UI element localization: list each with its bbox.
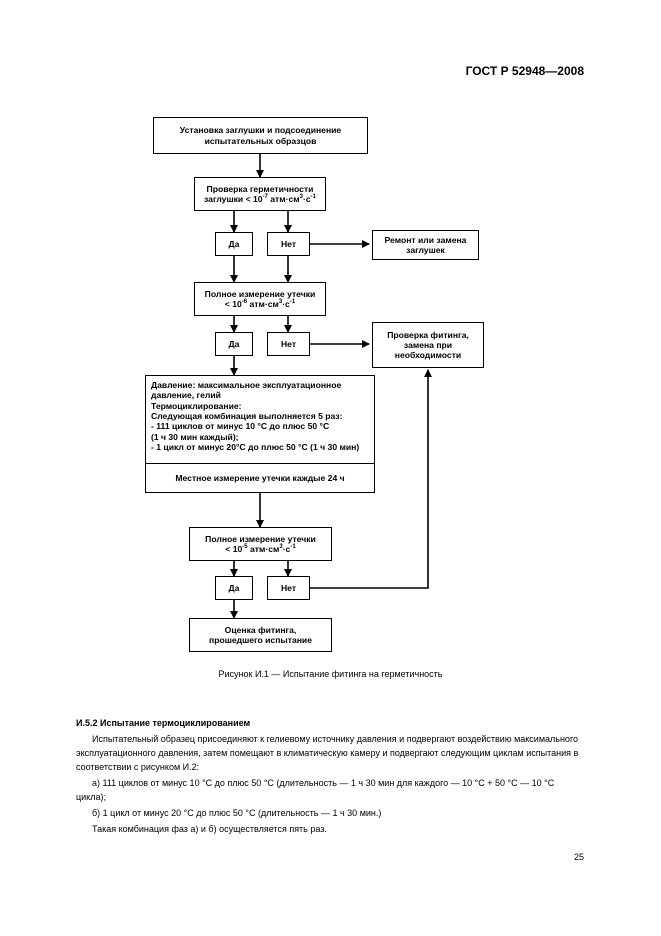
no-label-3: Нет bbox=[280, 582, 297, 593]
page-number: 25 bbox=[573, 852, 584, 862]
section-heading: И.5.2 Испытание термоциклированием bbox=[76, 717, 586, 731]
check-plug-box: Проверка герметичности заглушки < 10-7 а… bbox=[194, 177, 326, 211]
no-box-2: Нет bbox=[267, 332, 310, 356]
check-plug-formula: заглушки < 10-7 атм·см3·с-1 bbox=[204, 194, 316, 204]
no-box-3: Нет bbox=[267, 576, 310, 600]
full-measure-formula-2: < 10-5 атм·см3·с-1 bbox=[225, 544, 296, 554]
full-measure-box-2: Полное измерение утечки < 10-5 атм·см3·с… bbox=[189, 527, 332, 561]
conditions-text: Давление: максимальное эксплуатационное … bbox=[151, 380, 360, 452]
no-label-1: Нет bbox=[280, 238, 297, 249]
full-measure-box-1: Полное измерение утечки < 10-6 атм·см3·с… bbox=[194, 282, 326, 316]
paragraph-1: Испытательный образец присоединяют к гел… bbox=[76, 733, 579, 772]
yes-label-3: Да bbox=[228, 582, 240, 593]
paragraph-3: б) 1 цикл от минус 20 °С до плюс 50 °С (… bbox=[92, 807, 382, 818]
fitting-check-box: Проверка фитинга, замена при необходимос… bbox=[372, 322, 484, 368]
fitting-check-text: Проверка фитинга, замена при необходимос… bbox=[387, 329, 469, 361]
full-measure-formula-1: < 10-6 атм·см3·с-1 bbox=[224, 299, 296, 309]
full-measure-title-1: Полное измерение утечки bbox=[204, 288, 316, 299]
evaluation-text: Оценка фитинга, прошедшего испытание bbox=[209, 624, 312, 645]
section-title: Испытание термоциклированием bbox=[100, 718, 251, 728]
paragraph-4: Такая комбинация фаз а) и б) осуществляе… bbox=[92, 823, 327, 834]
install-box: Установка заглушки и подсоединение испыт… bbox=[153, 117, 368, 154]
section-number: И.5.2 bbox=[76, 718, 98, 728]
section-i52: И.5.2 Испытание термоциклированием Испыт… bbox=[76, 717, 586, 837]
full-measure-title-2: Полное измерение утечки bbox=[205, 533, 316, 544]
local-measure-text: Местное измерение утечки каждые 24 ч bbox=[175, 472, 345, 483]
flowchart-connectors bbox=[230, 154, 432, 619]
figure-caption: Рисунок И.1 — Испытание фитинга на герме… bbox=[218, 669, 443, 679]
yes-box-3: Да bbox=[215, 576, 253, 600]
yes-label-2: Да bbox=[228, 338, 240, 349]
install-text: Установка заглушки и подсоединение испыт… bbox=[179, 125, 342, 146]
conditions-box: Давление: максимальное эксплуатационное … bbox=[145, 375, 375, 465]
arrow-no3-to-fitting bbox=[310, 369, 432, 589]
yes-box-1: Да bbox=[215, 232, 253, 256]
check-plug-title: Проверка герметичности bbox=[206, 183, 314, 194]
no-label-2: Нет bbox=[280, 338, 297, 349]
local-measure-box: Местное измерение утечки каждые 24 ч bbox=[145, 463, 375, 493]
evaluation-box: Оценка фитинга, прошедшего испытание bbox=[189, 618, 332, 652]
repair-box: Ремонт или замена заглушек bbox=[372, 230, 479, 260]
paragraph-2: а) 111 циклов от минус 10 °С до плюс 50 … bbox=[76, 777, 555, 802]
yes-label-1: Да bbox=[228, 238, 240, 249]
no-box-1: Нет bbox=[267, 232, 310, 256]
yes-box-2: Да bbox=[215, 332, 253, 356]
repair-text: Ремонт или замена заглушек bbox=[384, 234, 467, 255]
document-id: ГОСТ Р 52948—2008 bbox=[465, 64, 584, 78]
